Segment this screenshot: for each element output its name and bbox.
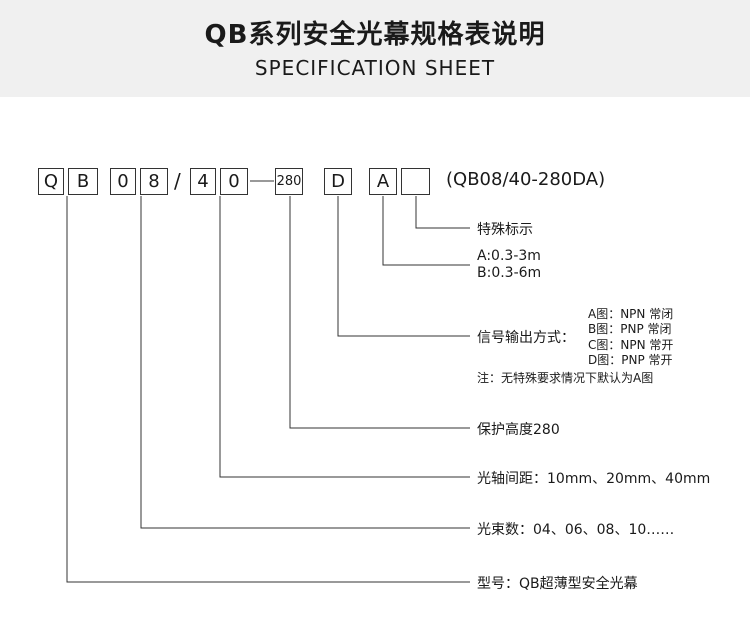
page-subtitle: SPECIFICATION SHEET (254, 56, 496, 80)
leader-beams (140, 196, 470, 529)
code-box-b: B (68, 168, 98, 195)
code-box-beam-tens: 0 (110, 168, 136, 195)
code-box-spacing-units: 0 (220, 168, 248, 195)
label-spacing: 光轴间距：10mm、20mm、40mm (477, 471, 711, 487)
output-option-b: B图：PNP 常闭 (588, 322, 672, 336)
output-option-a: A图：NPN 常闭 (588, 307, 674, 321)
page-title: QB系列安全光幕规格表说明 (204, 20, 546, 50)
output-note: 注：无特殊要求情况下默认为A图 (477, 371, 654, 385)
leader-special (415, 196, 470, 229)
output-option-d: D图：PNP 常开 (588, 353, 673, 367)
code-box-beam-units: 8 (140, 168, 168, 195)
leader-model (66, 196, 470, 583)
code-box-q: Q (38, 168, 64, 195)
leader-output (337, 196, 470, 337)
leader-height (289, 196, 470, 429)
label-beams: 光束数：04、06、08、10…… (477, 522, 675, 538)
code-box-spacing-tens: 4 (190, 168, 216, 195)
leader-range (382, 196, 470, 266)
label-output-title: 信号输出方式： (477, 330, 575, 346)
code-box-range: A (369, 168, 397, 195)
slash-separator: / (174, 169, 181, 193)
example-code: (QB08/40-280DA) (446, 169, 606, 190)
leader-spacing (219, 196, 470, 478)
label-range-b: B:0.3-6m (477, 265, 542, 281)
header-banner: QB系列安全光幕规格表说明 SPECIFICATION SHEET (0, 0, 750, 97)
label-model: 型号：QB超薄型安全光幕 (477, 576, 638, 592)
label-special: 特殊标示 (477, 222, 533, 238)
output-option-c: C图：NPN 常开 (588, 338, 674, 352)
code-box-height: 280 (275, 168, 303, 195)
code-box-special (401, 168, 430, 195)
label-range-a: A:0.3-3m (477, 248, 541, 264)
code-box-output: D (324, 168, 352, 195)
label-height: 保护高度280 (477, 422, 560, 438)
